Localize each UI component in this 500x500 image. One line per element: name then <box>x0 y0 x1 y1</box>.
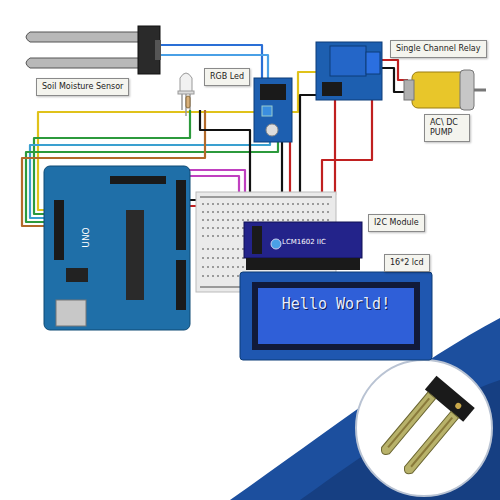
lcd-text: Hello World! <box>262 292 410 316</box>
module-marking: LCM1602 IIC <box>282 238 358 247</box>
callout-text: Soil Moisture Sensor <box>42 82 123 92</box>
board-marking: UNO <box>81 218 92 258</box>
callout-text: AC\ DC PUMP <box>430 118 464 138</box>
callout-box: 16*2 lcd <box>384 254 430 272</box>
callout-box: I2C Module <box>368 214 425 232</box>
callout-box: Soil Moisture Sensor <box>36 78 129 96</box>
callout-box: Single Channel Relay <box>390 40 487 58</box>
callout-text: 16*2 lcd <box>390 258 424 268</box>
callout-box: RGB Led <box>204 68 250 86</box>
callout-text: Single Channel Relay <box>396 44 481 54</box>
callout-box: AC\ DC PUMP <box>424 114 470 142</box>
callout-text: I2C Module <box>374 218 419 228</box>
callout-text: RGB Led <box>210 72 244 82</box>
